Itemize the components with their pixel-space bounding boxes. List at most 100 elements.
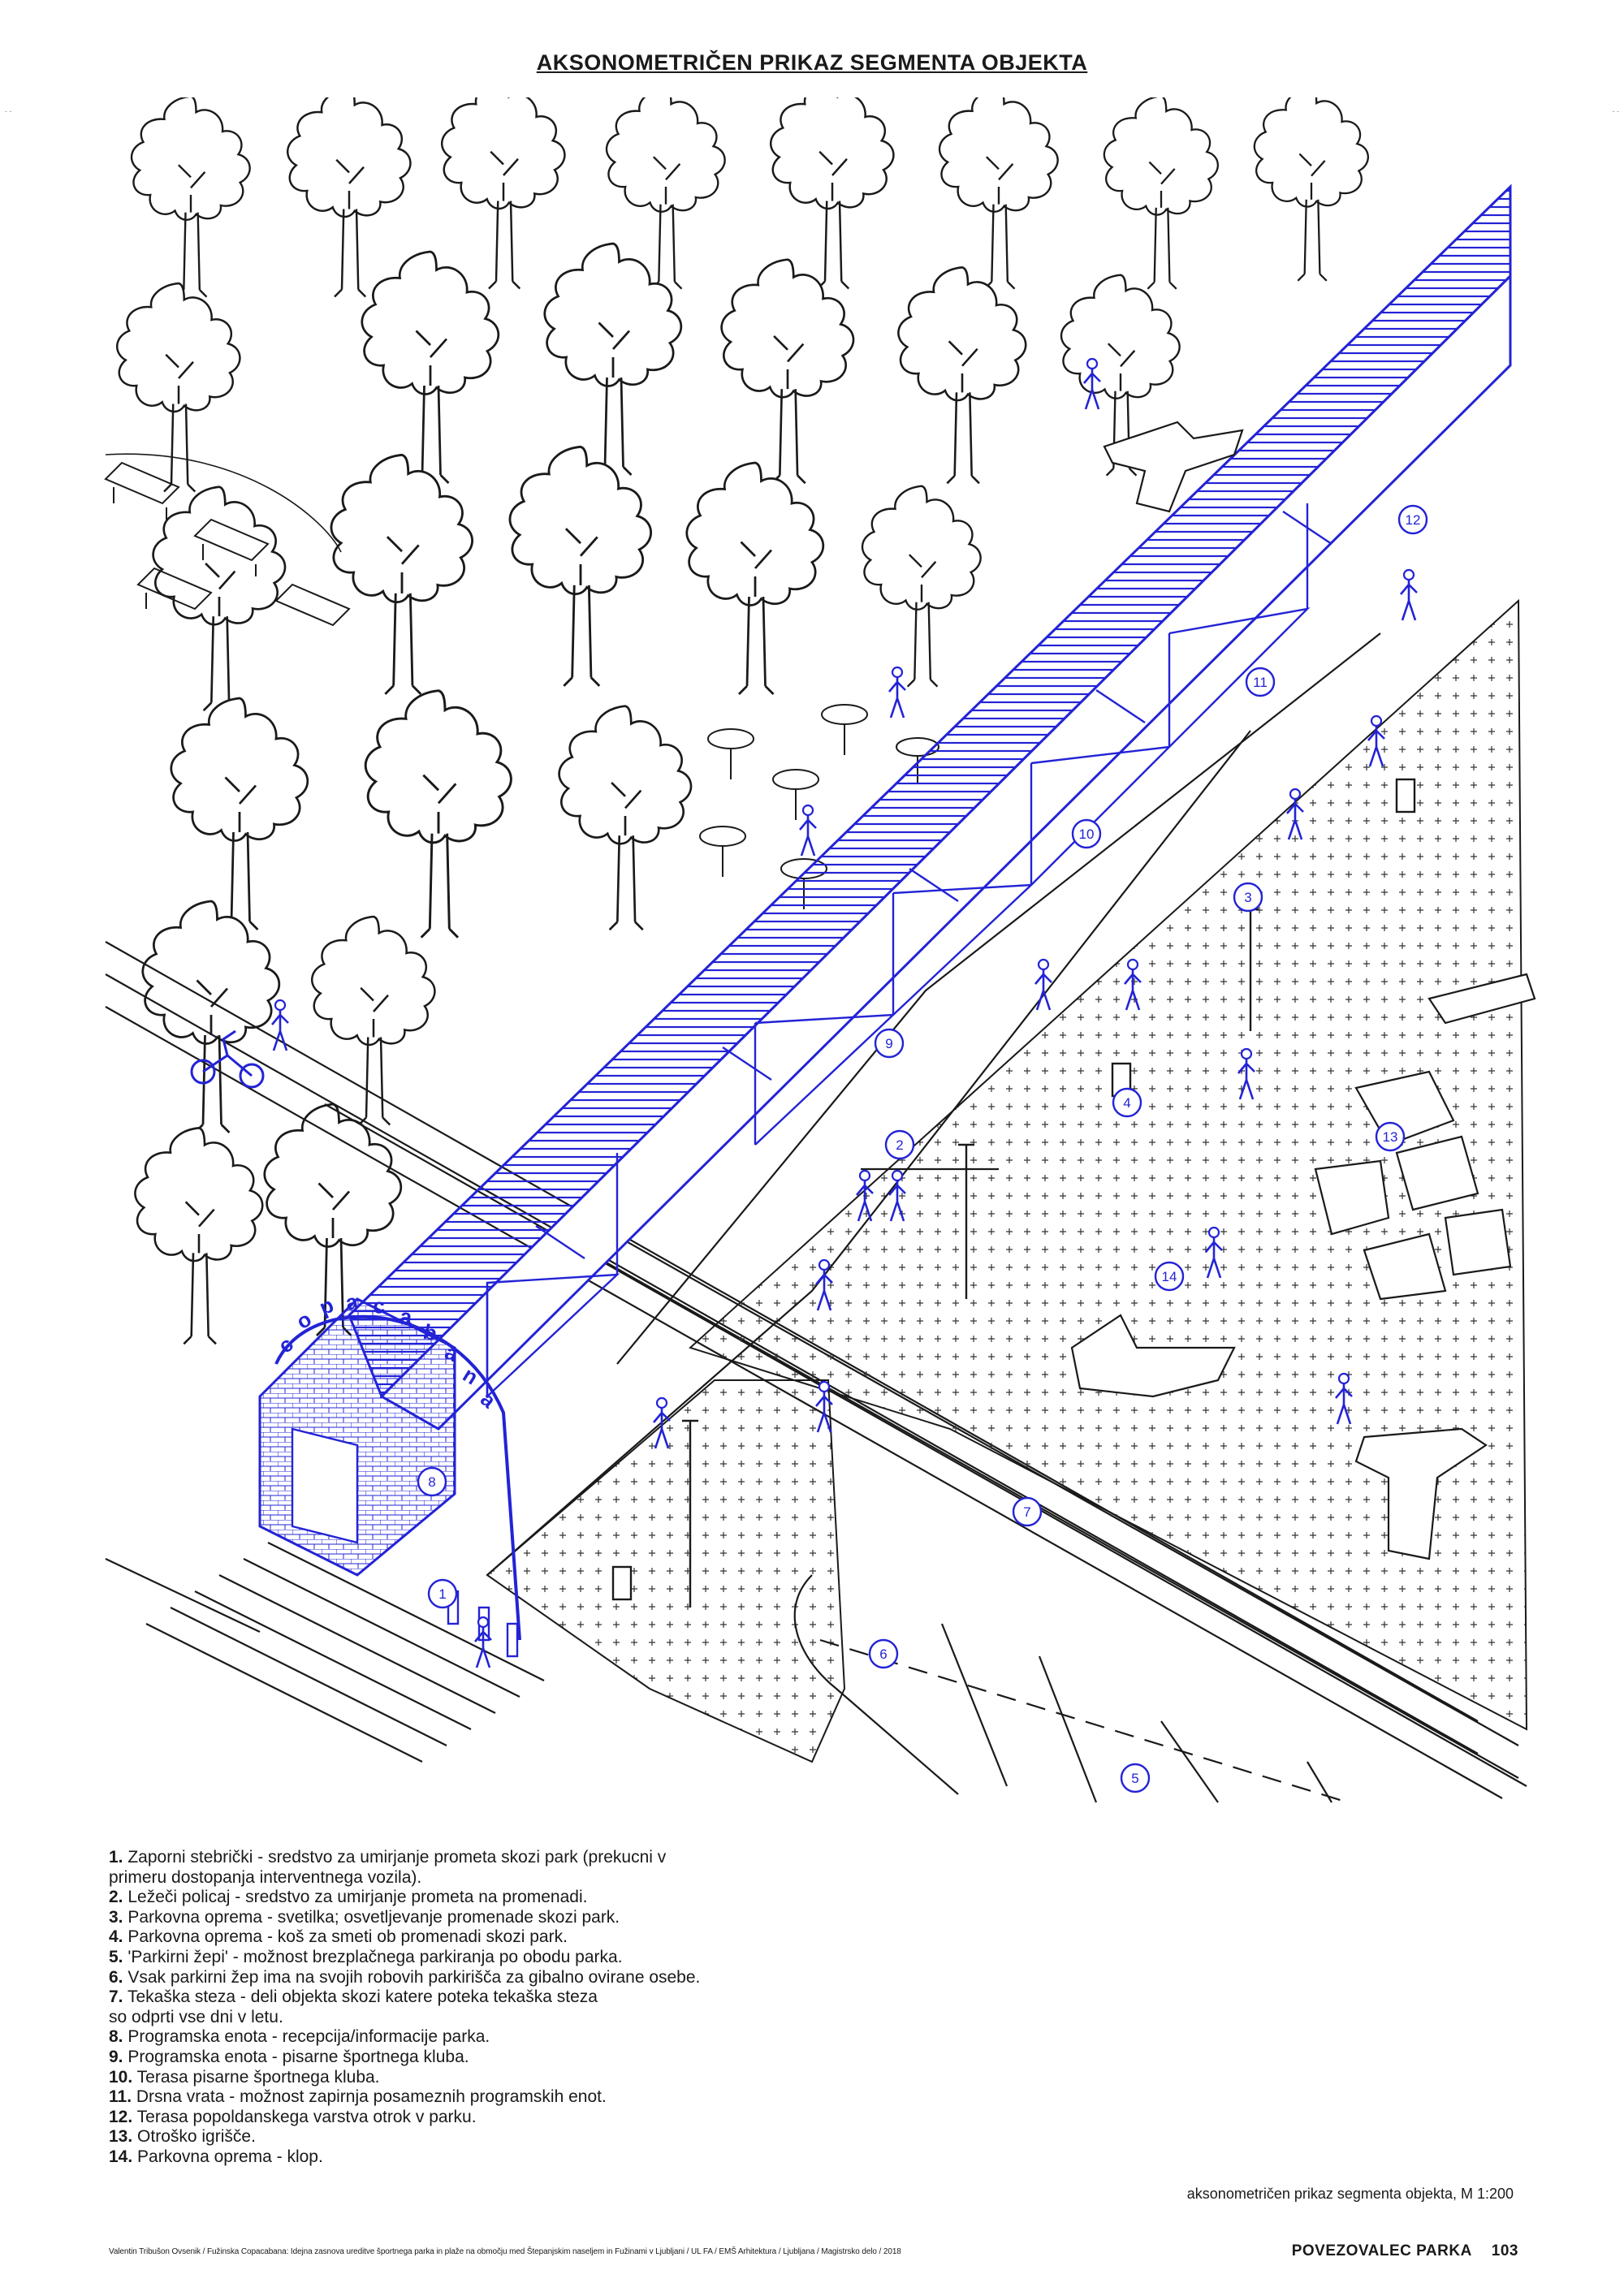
legend-item: 11. Drsna vrata - možnost zapirnja posam… [109,2087,726,2108]
legend-item: 3. Parkovna oprema - svetilka; osvetljev… [109,1908,726,1928]
legend-number: 8. [109,2027,123,2047]
page-title: AKSONOMETRIČEN PRIKAZ SEGMENTA OBJEKTA [536,50,1088,75]
legend-item: 13. Otroško igrišče. [109,2127,726,2147]
crop-mark-left: - - [5,107,12,115]
marker-label: 12 [1406,512,1421,528]
legend-text: Programska enota - recepcija/informacije… [123,2027,490,2047]
marker-9: 9 [874,1028,905,1059]
legend-text: Parkovna oprema - klop. [132,2147,323,2166]
legend-number: 14. [109,2147,133,2166]
legend-item: 4. Parkovna oprema - koš za smeti ob pro… [109,1927,726,1948]
footer-right: POVEZOVALEC PARKA 103 [1292,2242,1518,2260]
marker-label: 9 [885,1036,892,1051]
sign-letter: p [316,1293,337,1320]
legend-text: Parkovna oprema - svetilka; osvetljevanj… [123,1907,620,1927]
long-building [258,183,1512,1641]
sign-letter: a [399,1304,413,1329]
legend-item: so odprti vse dni v letu. [109,2008,726,2028]
scale-caption: aksonometričen prikaz segmenta objekta, … [1186,2186,1514,2202]
legend-number: 9. [109,2047,123,2066]
sign-letter: o [292,1306,316,1334]
legend-number: 11. [109,2087,132,2107]
legend-item: 5. 'Parkirni žepi' - možnost brezplačneg… [109,1948,726,1968]
legend-text: Ležeči policaj - sredstvo za umirjanje p… [123,1888,588,1907]
legend-text: Parkovna oprema - koš za smeti ob promen… [123,1927,568,1947]
marker-7: 7 [1012,1496,1043,1527]
marker-label: 4 [1123,1095,1130,1111]
legend-number: 12. [109,2107,133,2126]
cyclist [190,1029,265,1089]
marker-label: 10 [1079,826,1095,842]
crop-mark-right: - - [1612,107,1620,115]
legend-text: Otroško igrišče. [132,2127,256,2147]
marker-8: 8 [417,1466,447,1497]
marker-2: 2 [884,1129,915,1160]
legend-text: primeru dostopanja interventnega vozila)… [109,1867,422,1887]
marker-label: 3 [1244,890,1251,905]
marker-6: 6 [868,1638,899,1669]
footer-credit: Valentin Tribušon Ovsenik / Fužinska Cop… [109,2247,901,2256]
legend-item: 10. Terasa pisarne športnega kluba. [109,2068,726,2088]
legend-text: Zaporni stebrički - sredstvo za umirjanj… [123,1848,667,1867]
page-number: 103 [1491,2242,1518,2259]
legend: 1. Zaporni stebrički - sredstvo za umirj… [109,1848,726,2168]
legend-item: 6. Vsak parkirni žep ima na svojih robov… [109,1968,726,1988]
legend-number: 5. [109,1947,123,1966]
legend-item: 8. Programska enota - recepcija/informac… [109,2027,726,2048]
marker-14: 14 [1154,1261,1185,1292]
cafe-furniture [699,704,939,909]
legend-text: Drsna vrata - možnost zapirnja posamezni… [132,2087,607,2107]
legend-item: primeru dostopanja interventnega vozila)… [109,1868,726,1888]
legend-number: 13. [109,2127,133,2147]
marker-1: 1 [427,1578,458,1609]
marker-label: 5 [1131,1771,1138,1786]
marker-label: 1 [438,1586,446,1602]
sign-letter: c [274,1331,298,1357]
legend-text: so odprti vse dni v letu. [109,2007,283,2026]
marker-label: 2 [896,1137,903,1153]
marker-label: 7 [1023,1504,1030,1520]
promenade [486,632,1381,1576]
legend-number: 10. [109,2067,133,2087]
legend-item: 1. Zaporni stebrički - sredstvo za umirj… [109,1848,726,1868]
sign-letter: c [372,1293,386,1318]
street-furniture [611,778,1416,1608]
marker-4: 4 [1112,1087,1142,1118]
legend-text: Terasa pisarne športnega kluba. [132,2067,380,2087]
legend-number: 2. [109,1888,123,1907]
plaza-surface [689,598,1528,1731]
marker-3: 3 [1233,882,1263,913]
marker-10: 10 [1071,818,1102,849]
section-title: POVEZOVALEC PARKA [1291,2242,1472,2259]
legend-item: 14. Parkovna oprema - klop. [109,2147,726,2168]
picnic-tables [104,453,351,627]
legend-number: 4. [109,1927,123,1947]
legend-number: 6. [109,1967,123,1987]
legend-text: Terasa popoldanskega varstva otrok v par… [132,2107,477,2126]
marker-13: 13 [1375,1121,1406,1152]
legend-number: 7. [109,1987,123,2007]
legend-text: Vsak parkirni žep ima na svojih robovih … [123,1967,701,1987]
legend-number: 3. [109,1907,123,1927]
legend-item: 12. Terasa popoldanskega varstva otrok v… [109,2108,726,2128]
marker-12: 12 [1397,504,1428,535]
marker-label: 13 [1383,1129,1398,1145]
marker-label: 8 [428,1474,435,1490]
legend-text: Tekaška steza - deli objekta skozi kater… [123,1987,598,2007]
sign-letter: b [421,1319,440,1346]
marker-label: 6 [879,1646,887,1662]
legend-text: 'Parkirni žepi' - možnost brezplačnega p… [123,1947,623,1966]
marker-11: 11 [1245,667,1276,697]
marker-label: 11 [1253,675,1268,690]
crosswalk [105,1542,545,1763]
lower-plaza [486,1379,846,1763]
legend-item: 9. Programska enota - pisarne športnega … [109,2048,726,2068]
marker-5: 5 [1120,1763,1151,1793]
legend-number: 1. [109,1848,123,1867]
benches [1070,421,1536,1560]
legend-item: 2. Ležeči policaj - sredstvo za umirjanj… [109,1888,726,1908]
legend-item: 7. Tekaška steza - deli objekta skozi ka… [109,1987,726,2008]
legend-text: Programska enota - pisarne športnega klu… [123,2047,469,2066]
